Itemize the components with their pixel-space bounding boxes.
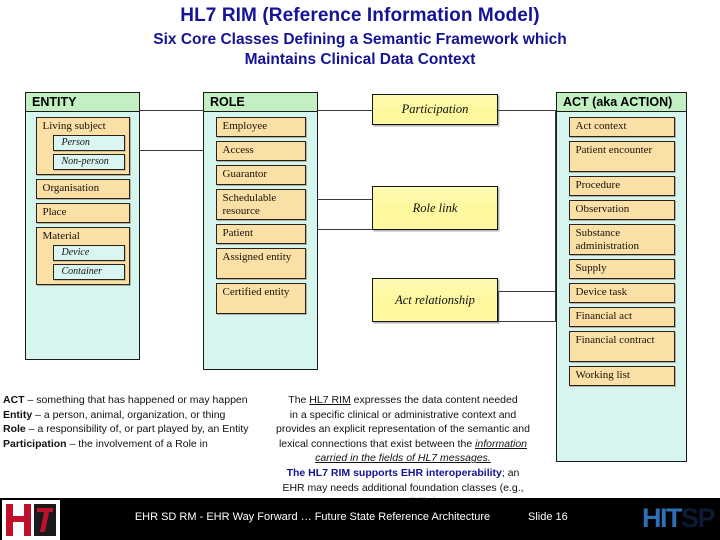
definition-text: – something that has happened or may hap… [24,394,248,406]
footer-bar: EHR SD RM - EHR Way Forward … Future Sta… [0,498,720,540]
class-box-patient-encounter[interactable]: Patient encounter [568,141,675,172]
class-box-organisation[interactable]: Organisation [35,179,130,199]
paragraph-text: The [288,394,310,406]
paragraph-emphasis: information [475,437,528,450]
definition-act: ACT – something that has happened or may… [3,393,255,408]
definition-text: – a responsibility of, or part played by… [25,423,249,436]
paragraph-line-2: in a specific clinical or administrative… [289,408,517,421]
class-box-observation[interactable]: Observation [568,200,675,220]
definition-role: Role – a responsibility of, or part play… [3,422,255,437]
class-box-certified-entity[interactable]: Certified entity [215,283,306,314]
definition-text: – a person, animal, organization, or thi… [32,408,226,421]
connector-role-rolelink-top [318,199,373,201]
connector-role-participation [318,110,374,112]
hl7-logo-icon [2,500,60,540]
class-box-employee[interactable]: Employee [215,117,306,137]
class-box-guarantor[interactable]: Guarantor [215,165,306,185]
definition-text: – the involvement of a Role in [66,437,208,450]
class-box-device-task[interactable]: Device task [568,283,675,303]
paragraph-line-4: lexical connections that exist between t… [258,437,548,452]
definition-entity: Entity – a person, animal, organization,… [3,408,255,423]
definition-term: Role [3,423,26,436]
connector-actrel-right-vert [498,291,500,322]
column-entity: ENTITY Living subject Person Non-person … [25,92,140,360]
definition-term: ACT [3,394,25,406]
class-box-schedulable-resource[interactable]: Schedulable resource [215,189,306,220]
hitsp-logo: HITSP [641,502,716,534]
column-act: ACT (aka ACTION) Act context Patient enc… [556,92,687,462]
class-box-access[interactable]: Access [215,141,306,161]
subtitle-line-2: Maintains Clinical Data Context [244,51,476,68]
column-header-role: ROLE [204,93,317,112]
page-title: HL7 RIM (Reference Information Model) [180,5,540,26]
column-header-entity: ENTITY [26,93,139,112]
subclass-box-non-person[interactable]: Non-person [52,154,125,170]
class-box-place[interactable]: Place [35,203,130,223]
paragraph-block: The HL7 RIM expresses the data content n… [258,393,548,510]
slide-number: Slide 16 [528,511,568,523]
subclass-box-person[interactable]: Person [52,135,125,151]
connector-act-spine [555,110,557,322]
rim-diagram: ENTITY Living subject Person Non-person … [0,88,720,462]
class-box-substance-administration[interactable]: Substance administration [568,224,675,255]
paragraph-text: lexical connections that exist between t… [278,437,476,450]
paragraph-line-6: The HL7 RIM supports EHR interoperabilit… [258,466,548,481]
class-box-assigned-entity[interactable]: Assigned entity [215,248,306,279]
subclass-box-container[interactable]: Container [52,264,125,280]
class-label: Material [42,230,80,242]
title-block: HL7 RIM (Reference Information Model) Si… [0,4,720,70]
assoc-box-role-link[interactable]: Role link [372,186,498,230]
connector-participation-act [498,110,556,112]
connector-actrel-act-bottom [498,321,556,323]
class-box-supply[interactable]: Supply [568,259,675,279]
footer-title: EHR SD RM - EHR Way Forward … Future Sta… [134,511,491,523]
definitions-block: ACT – something that has happened or may… [3,393,255,451]
connector-actrel-act-top [498,291,556,293]
page-subtitle: Six Core Classes Defining a Semantic Fra… [0,30,720,70]
hitsp-logo-hit: HIT [641,503,683,533]
class-box-financial-act[interactable]: Financial act [568,307,675,327]
class-box-working-list[interactable]: Working list [568,366,675,386]
hl7-rim-link: HL7 RIM [309,394,351,406]
subtitle-line-1: Six Core Classes Defining a Semantic Fra… [153,31,567,48]
column-header-act: ACT (aka ACTION) [557,93,686,112]
class-box-patient[interactable]: Patient [215,224,306,244]
paragraph-line-1: The HL7 RIM expresses the data content n… [258,393,548,408]
class-box-act-context[interactable]: Act context [568,117,675,137]
paragraph-highlight: The HL7 RIM supports EHR interoperabilit… [286,466,502,479]
class-box-procedure[interactable]: Procedure [568,176,675,196]
class-box-financial-contract[interactable]: Financial contract [568,331,675,362]
paragraph-line-5: carried in the fields of HL7 messages. [315,452,491,465]
connector-role-rolelink-bottom [318,229,373,231]
paragraph-text: expresses the data content needed [350,394,518,406]
connector-entity-rolelink [140,150,205,152]
definition-participation: Participation – the involvement of a Rol… [3,437,255,452]
definition-term: Entity [3,408,33,421]
class-box-living-subject[interactable]: Living subject Person Non-person [35,117,130,175]
assoc-box-act-relationship[interactable]: Act relationship [372,278,498,322]
definition-term: Participation [3,437,67,450]
paragraph-line-7: EHR may needs additional foundation clas… [282,481,524,494]
class-label: Living subject [42,120,106,132]
assoc-box-participation[interactable]: Participation [372,94,498,125]
column-role: ROLE Employee Access Guarantor Schedulab… [203,92,318,370]
hitsp-logo-sp: SP [680,503,716,533]
paragraph-line-3: provides an explicit representation of t… [276,423,530,436]
paragraph-text: ; an [501,466,520,479]
subclass-box-device[interactable]: Device [52,245,125,261]
class-box-material[interactable]: Material Device Container [35,227,130,285]
